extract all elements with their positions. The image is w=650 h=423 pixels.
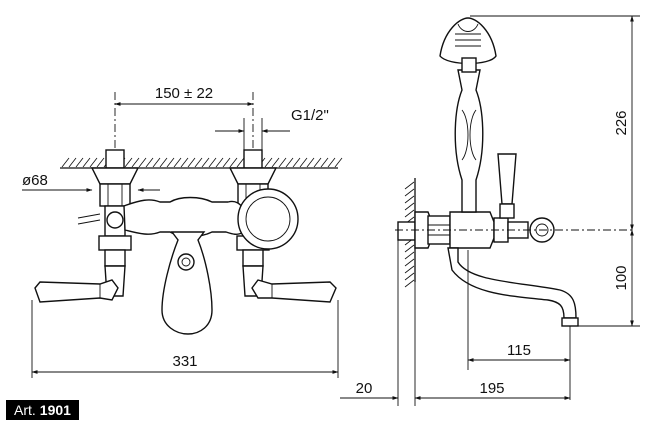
article-number: 1901: [39, 402, 71, 418]
mixer-body: [123, 196, 244, 238]
dim-spout-height-label: 100: [613, 265, 630, 290]
side-lever: [497, 153, 517, 205]
article-badge: Art. 1901: [6, 400, 79, 420]
dim-centers-label: 150 ± 22: [155, 85, 213, 102]
front-view: [22, 92, 343, 378]
dim-wall-offset-label: 20: [356, 380, 373, 397]
dim-spout-reach-label: 115: [507, 342, 531, 359]
dim-total-depth-label: 195: [479, 380, 504, 397]
dim-shower-height-label: 226: [613, 110, 630, 135]
left-lever-handle: [34, 279, 119, 303]
right-lever-handle: [251, 279, 337, 303]
spout-side: [447, 247, 577, 319]
diverter-disc: [237, 188, 299, 250]
spout-front: [161, 231, 213, 335]
wall-hatching: [61, 157, 343, 168]
article-prefix: Art.: [14, 402, 36, 418]
dim-thread-label: G1/2": [291, 107, 329, 124]
side-view: [340, 15, 640, 406]
dim-width-label: 331: [172, 353, 197, 370]
shower-holder: [439, 17, 497, 65]
left-wall-connection: [90, 149, 140, 297]
shower-column: [454, 69, 484, 213]
dim-diameter-label: ø68: [22, 172, 48, 189]
